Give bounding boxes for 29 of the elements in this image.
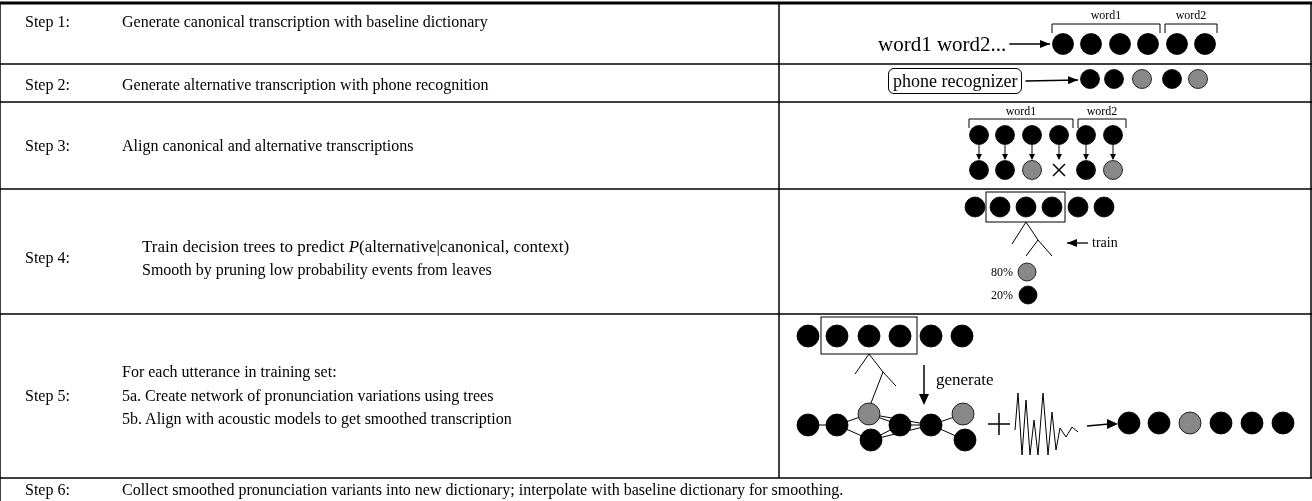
input-text: word1 word2... xyxy=(878,33,1007,55)
arrow-label: train xyxy=(1092,236,1118,250)
process-box: phone recognizer xyxy=(888,68,1023,94)
word-label: word1 xyxy=(1005,105,1037,117)
arrow xyxy=(1066,239,1089,247)
step-label: Step 2: xyxy=(25,77,70,93)
arrow xyxy=(1024,76,1079,85)
arrow xyxy=(1008,40,1051,48)
percent-label: 80% xyxy=(991,266,1013,278)
step-description: For each utterance in training set: xyxy=(122,364,337,380)
word-label: word2 xyxy=(1086,105,1118,117)
step-label: Step 6: xyxy=(25,482,70,498)
step-description: Generate alternative transcription with phone recognition xyxy=(122,77,489,93)
step-description: Smooth by pruning low probability events from leaves xyxy=(142,262,492,278)
percent-label: 20% xyxy=(991,289,1013,301)
word-label: word2 xyxy=(1175,9,1207,21)
step-label: Step 3: xyxy=(25,138,70,154)
step-description: 5a. Create network of pronunciation variations using trees xyxy=(122,388,494,404)
step-label: Step 5: xyxy=(25,388,70,404)
step-label: Step 1: xyxy=(25,14,70,30)
step-description: Generate canonical transcription with baseline dictionary xyxy=(122,14,488,30)
step-description: Collect smoothed pronunciation variants into new dictionary; interpolate with baseline dictionary for smoothing. xyxy=(122,482,844,498)
arrow-label: generate xyxy=(936,370,994,388)
step-label: Step 4: xyxy=(25,250,70,266)
step-description: Align canonical and alternative transcriptions xyxy=(122,138,414,154)
step-description: Train decision trees to predict P(alternative|canonical, context) xyxy=(142,237,570,255)
word-label: word1 xyxy=(1090,9,1122,21)
decision-tree-drawing xyxy=(985,191,1066,257)
step-description: 5b. Align with acoustic models to get smoothed transcription xyxy=(122,411,512,427)
